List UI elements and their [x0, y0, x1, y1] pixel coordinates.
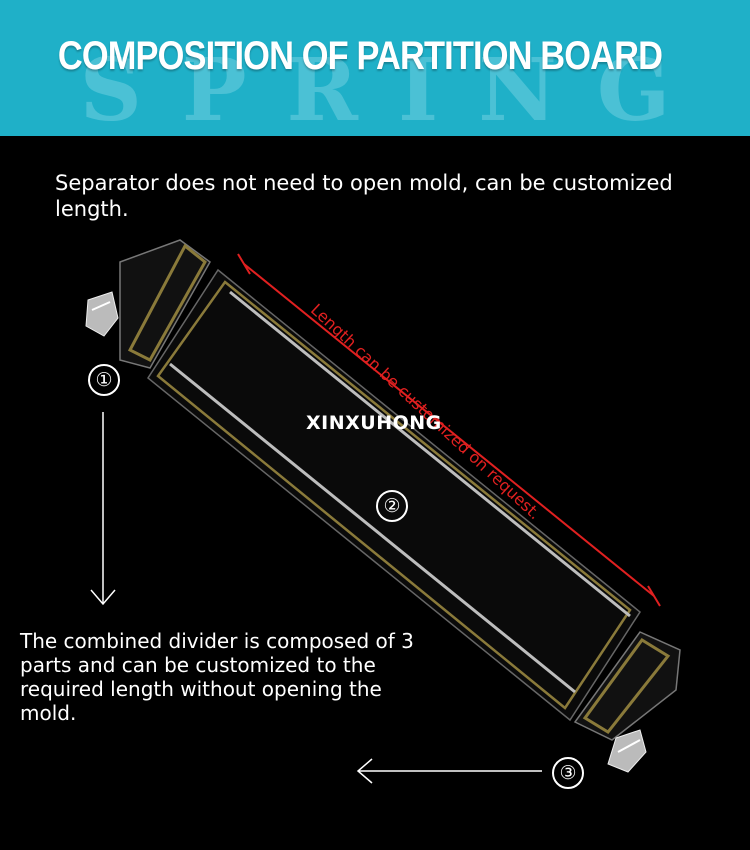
intro-text: Separator does not need to open mold, ca…	[55, 171, 673, 221]
header-banner: SPRING COMPOSITION OF PARTITION BOARD	[0, 0, 750, 136]
end-cap-right	[573, 631, 681, 773]
brand-watermark: XINXUHONG	[306, 412, 442, 434]
header-watermark: SPRING	[79, 40, 711, 136]
arrow-left-icon	[356, 758, 542, 784]
part-label-2: ②	[376, 490, 408, 522]
description-text: The combined divider is composed of 3 pa…	[20, 629, 414, 725]
length-dimension	[237, 253, 661, 607]
page-title: COMPOSITION OF PARTITION BOARD	[57, 34, 663, 78]
end-cap-left	[85, 239, 211, 369]
arrow-down-icon	[90, 412, 116, 606]
part-label-3: ③	[552, 757, 584, 789]
part-label-1: ①	[88, 364, 120, 396]
